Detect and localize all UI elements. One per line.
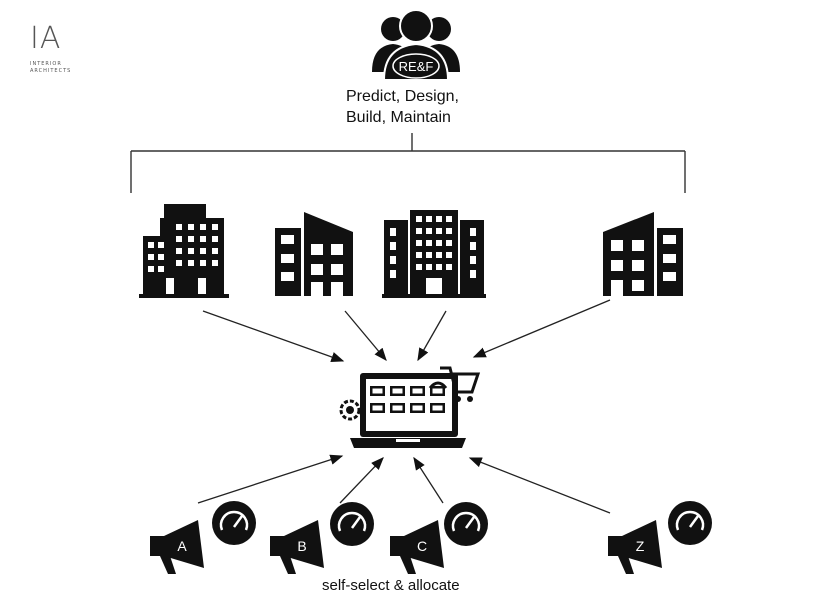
vendor-letter: A [177,538,187,554]
megaphone-icon [270,502,374,574]
vendor-letter: B [297,538,306,554]
bracket-connector [130,133,686,193]
logo-line-1: INTERIOR [30,61,62,67]
gauge-icon [675,510,705,531]
building-icon [139,204,229,298]
building-icon [382,210,486,298]
logo-line-2: ARCHITECTS [30,68,72,74]
megaphone-icon [390,502,488,574]
megaphone-icon [150,501,256,574]
laptop-marketplace-icon [339,366,481,448]
vendor-arrows [197,454,611,514]
gauge-icon [219,510,249,531]
vendor-letter: C [417,538,427,554]
tagline-line-2: Build, Maintain [346,109,451,126]
gauge-icon [451,511,481,532]
tagline-line-1: Predict, Design, [346,88,459,105]
building-icon [603,212,683,296]
gauge-icon [337,511,367,532]
megaphone-icon [608,501,712,574]
vendor-letter: Z [636,538,645,554]
inbound-arrows [202,299,611,362]
group-label: RE&F [399,59,434,74]
caption: self-select & allocate [322,577,460,594]
building-icon [275,212,353,296]
logo-mark: IA [30,21,62,56]
users-group-icon [372,9,460,81]
